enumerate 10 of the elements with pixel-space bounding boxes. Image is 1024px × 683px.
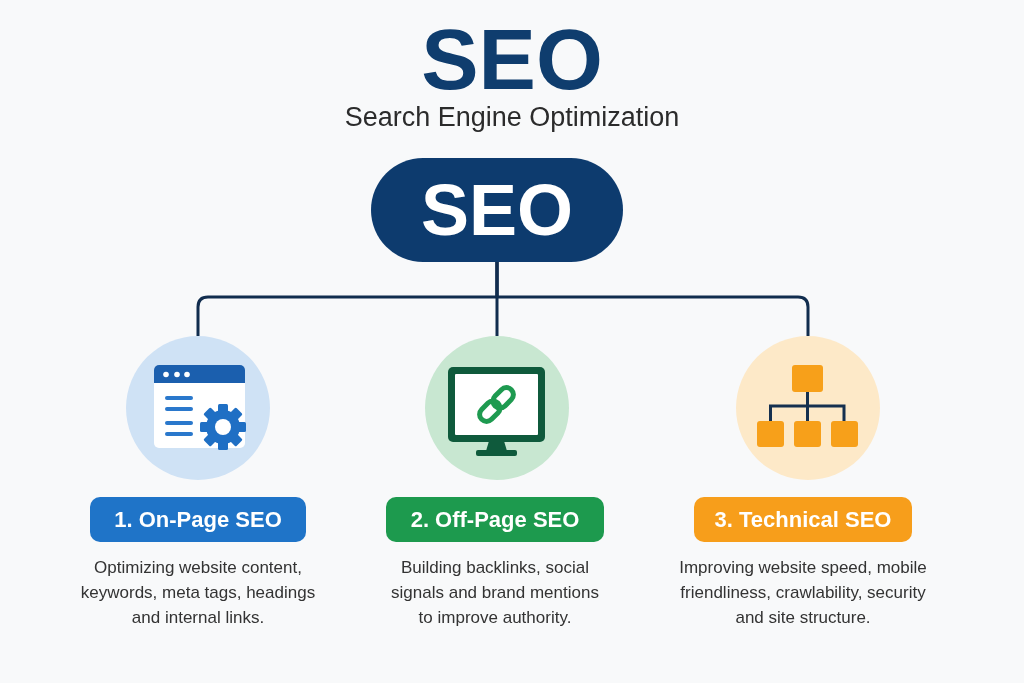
description-text: Optimizing website content, keywords, meta tags, headings and internal links.: [79, 557, 317, 629]
category-label: 1. On-Page SEO: [90, 497, 306, 542]
category-label: 2. Off-Page SEO: [386, 497, 604, 542]
category-label: 3. Technical SEO: [694, 497, 912, 542]
subtitle-text: Search Engine Optimization: [343, 104, 681, 131]
title-text: SEO: [421, 16, 603, 102]
connector-line: [495, 262, 810, 336]
description-text: Improving website speed, mobile friendliness, crawlability, security and site structure.: [678, 557, 928, 629]
topic-pill: SEO: [371, 158, 623, 262]
description-text: Building backlinks, social signals and brand mentions to improve authority.: [390, 557, 600, 629]
